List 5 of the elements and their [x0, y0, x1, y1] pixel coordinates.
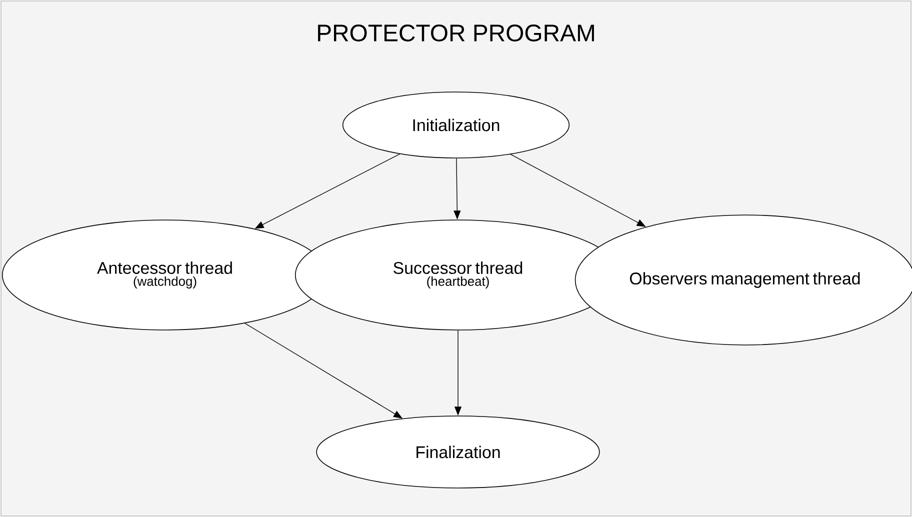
ellipse-node: Successor thread (heartbeat)	[294, 220, 622, 330]
ellipse-node: Antecessor thread (watchdog)	[2, 220, 328, 330]
ellipse-node: Initialization	[342, 92, 570, 158]
title: PROTECTOR PROGRAM	[318, 24, 594, 42]
ellipse-node: Finalization	[316, 416, 600, 488]
